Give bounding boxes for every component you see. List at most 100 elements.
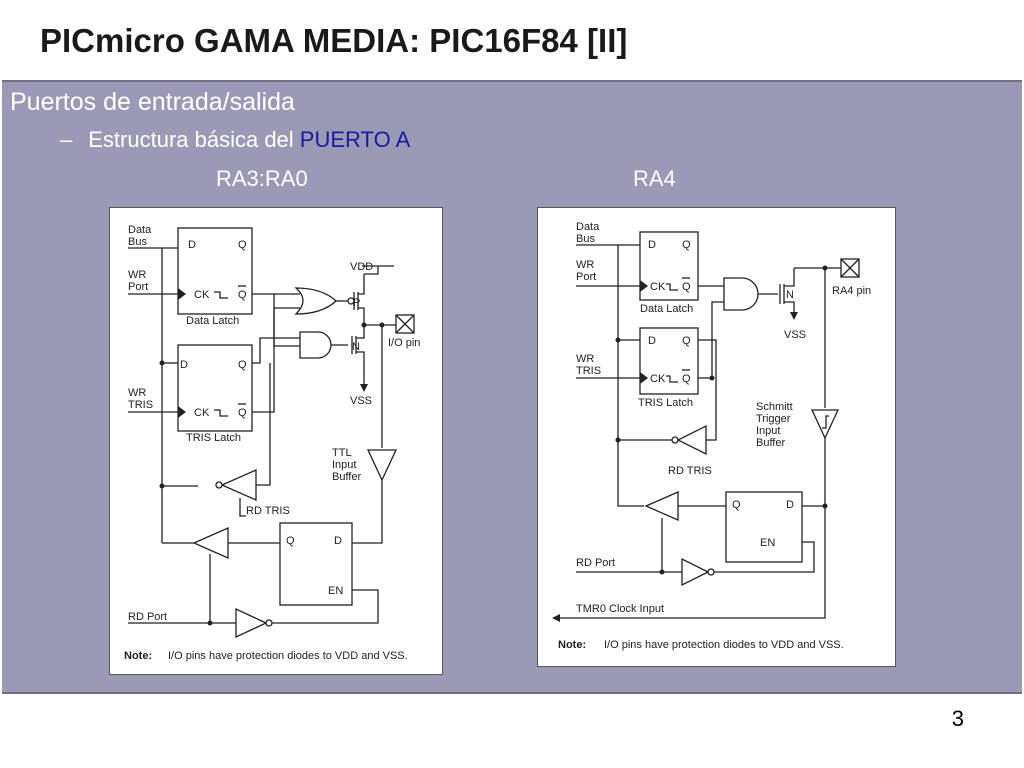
data-bus-label-2: Bus <box>576 233 595 245</box>
data-to-and <box>273 294 300 347</box>
junction-dot <box>159 483 165 489</box>
inverter-to-en <box>272 589 379 624</box>
tris-latch-label: TRIS Latch <box>186 432 241 444</box>
tris-q-to-and <box>252 337 300 364</box>
tris-latch-q: Q <box>682 335 691 347</box>
data-latch-box <box>177 227 253 315</box>
wr-tris-label: WR <box>576 353 594 365</box>
input-latch-d: D <box>786 499 794 511</box>
rd-port-label: RD Port <box>576 557 615 569</box>
inverter-bubble <box>707 568 715 576</box>
data-latch-ck: CK <box>650 281 666 293</box>
note-text: I/O pins have protection diodes to VDD a… <box>168 650 408 662</box>
ttl-label-2: Input <box>332 459 356 471</box>
tris-q-feedback <box>256 363 271 486</box>
input-latch-en: EN <box>760 537 775 549</box>
schmitt-label-2: Trigger <box>756 413 791 425</box>
vdd-label: VDD <box>350 261 373 273</box>
wr-tris-label: WR <box>128 387 146 399</box>
tris-latch-qbar: Q <box>238 407 247 419</box>
or-gate <box>294 287 337 315</box>
ra4-pin-cross <box>840 258 860 278</box>
ck-step-symbol <box>666 283 678 291</box>
tris-latch-box <box>177 344 253 432</box>
data-latch-box <box>639 231 699 301</box>
rd-port-buffer <box>192 527 229 559</box>
input-latch-d: D <box>334 535 342 547</box>
clock-marker <box>178 406 186 418</box>
rd-port-label: RD Port <box>128 611 167 623</box>
clock-marker <box>178 288 186 300</box>
data-bus-vertical <box>617 245 644 507</box>
and-gate <box>723 277 759 311</box>
junction-dot <box>615 437 621 443</box>
data-bus-label: Data <box>128 224 152 236</box>
input-latch-box <box>279 522 353 606</box>
schmitt-to-tmr0 <box>560 438 826 619</box>
input-latch-box <box>725 491 803 563</box>
data-latch-label: Data Latch <box>186 315 239 327</box>
vss-label: VSS <box>784 329 806 341</box>
data-latch-d: D <box>188 239 196 251</box>
rd-tris-enable <box>239 498 246 517</box>
rd-tris-label: RD TRIS <box>246 505 290 517</box>
clock-marker <box>640 372 648 384</box>
wr-port-label-2: Port <box>576 271 596 283</box>
vdd-rail <box>362 265 394 275</box>
vss-label: VSS <box>350 395 372 407</box>
rd-tris-buffer <box>676 424 707 456</box>
vss-arrow <box>790 312 798 320</box>
ttl-to-latch-d <box>350 480 383 544</box>
data-latch-q: Q <box>238 239 247 251</box>
note-label: Note: <box>124 650 152 662</box>
page-number: 3 <box>951 706 964 731</box>
schematic-ra4: Data Bus WR Port WR TRIS D Q CK Q Data L… <box>552 221 871 651</box>
rd-tris-buffer <box>220 469 257 501</box>
ck-step-symbol <box>214 291 228 299</box>
schmitt-buffer <box>810 409 840 440</box>
tris-latch-d: D <box>648 335 656 347</box>
tris-latch-ck: CK <box>650 373 666 385</box>
ttl-label: TTL <box>332 447 352 459</box>
tris-q-feedback <box>698 339 717 441</box>
rd-tris-bubble <box>215 481 223 489</box>
wr-port-label: WR <box>128 269 146 281</box>
tris-latch-box <box>639 327 699 395</box>
inverter-bubble <box>265 619 273 627</box>
bullet-structure: –Estructura básica del PUERTO A <box>60 127 410 153</box>
nmos-transistor <box>351 326 365 376</box>
bullet-dash: – <box>60 127 73 152</box>
pmos-transistor <box>353 274 365 326</box>
schematic-ra3-ra0: Data Bus WR Port WR TRIS D Q CK Q Data L… <box>124 224 420 662</box>
ck-step-symbol <box>666 375 678 383</box>
input-latch-q: Q <box>732 499 741 511</box>
data-latch-qbar: Q <box>238 289 247 301</box>
rd-port-inverter <box>235 607 268 639</box>
bullet-ports: Puertos de entrada/salida <box>10 88 295 116</box>
schmitt-label: Schmitt <box>756 401 793 413</box>
rd-tris-label: RD TRIS <box>668 465 712 477</box>
data-bus-label: Data <box>576 221 600 233</box>
note-label: Note: <box>558 639 586 651</box>
junction-dot <box>159 360 165 366</box>
io-pin-label: I/O pin <box>388 337 420 349</box>
data-latch-label: Data Latch <box>640 303 693 315</box>
tmr0-arrow <box>552 614 560 622</box>
slide-title: PICmicro GAMA MEDIA: PIC16F84 [II] <box>40 22 628 59</box>
tris-latch-qbar: Q <box>682 373 691 385</box>
note-text: I/O pins have protection diodes to VDD a… <box>604 639 844 651</box>
wr-port-label-2: Port <box>128 281 148 293</box>
ttl-label-3: Buffer <box>332 471 361 483</box>
tris-latch-q: Q <box>238 359 247 371</box>
data-bus-label-2: Bus <box>128 236 147 248</box>
rd-tris-bubble <box>671 436 679 444</box>
nmos-label: N <box>786 289 794 301</box>
nmos-label: N <box>352 341 360 353</box>
nmos-transistor <box>779 268 795 314</box>
input-latch-q: Q <box>286 535 295 547</box>
io-pin-cross <box>395 314 415 334</box>
input-latch-en: EN <box>328 585 343 597</box>
diagram-ra3-ra0: Data Bus WR Port WR TRIS D Q CK Q Data L… <box>109 207 443 675</box>
tris-qbar-to-or <box>252 307 300 413</box>
data-latch-qbar: Q <box>682 281 691 293</box>
